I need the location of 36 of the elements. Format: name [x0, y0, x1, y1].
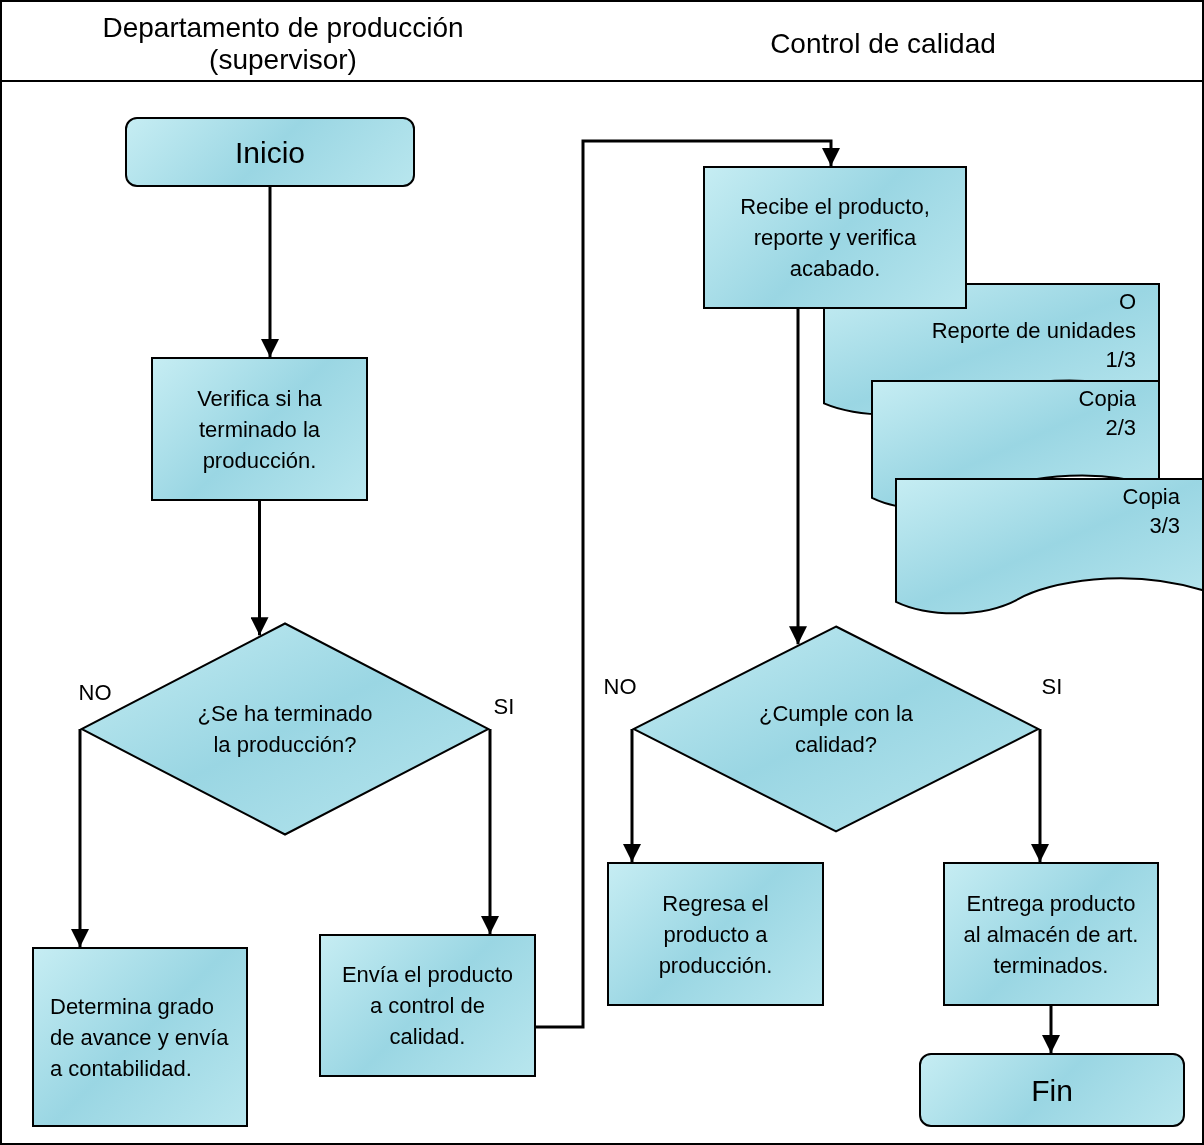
- node-text: Copia: [1122, 483, 1180, 511]
- terminal-box: [919, 1053, 1185, 1127]
- node-text: Regresa el producto a producción.: [657, 889, 774, 980]
- arrow: [261, 187, 279, 357]
- arrow: [1042, 1006, 1060, 1053]
- node-text: 3/3: [1149, 512, 1180, 540]
- process-box: [32, 947, 248, 1127]
- process-box: [151, 357, 368, 501]
- arrow: [623, 729, 641, 862]
- process-box: [319, 934, 536, 1077]
- node-text: Copia: [1078, 385, 1136, 413]
- lane-title: Departamento de producción (supervisor): [101, 12, 465, 76]
- lane-title: Control de calidad: [769, 28, 997, 60]
- process-box: [607, 862, 824, 1006]
- arrow: [536, 139, 840, 1029]
- arrow: [1031, 729, 1049, 862]
- node-text: Fin: [1031, 1072, 1073, 1109]
- node-text: Verifica si ha terminado la producción.: [196, 384, 323, 475]
- terminal-box: [125, 117, 415, 187]
- arrow: [789, 309, 807, 645]
- process-box: [703, 166, 967, 309]
- node-text: Determina grado de avance y envía a contabilidad.: [50, 992, 230, 1083]
- node-text: ¿Se ha terminado la producción?: [196, 700, 374, 759]
- node-text: O: [1118, 288, 1136, 316]
- node-text: Envía el producto a control de calidad.: [340, 961, 515, 1051]
- arrow: [71, 729, 89, 947]
- node-text: Inicio: [234, 134, 305, 171]
- process-box: [943, 862, 1159, 1006]
- node-text: 2/3: [1105, 414, 1136, 442]
- node-text: Reporte de unidades: [931, 317, 1136, 345]
- arrow: [481, 729, 499, 934]
- node-text: 1/3: [1105, 346, 1136, 374]
- node-text: Recibe el producto, reporte y verifica acabado.: [739, 193, 931, 283]
- node-text: Entrega producto al almacén de art. terminados.: [962, 889, 1140, 980]
- arrow: [250, 501, 269, 636]
- node-text: ¿Cumple con la calidad?: [757, 700, 915, 759]
